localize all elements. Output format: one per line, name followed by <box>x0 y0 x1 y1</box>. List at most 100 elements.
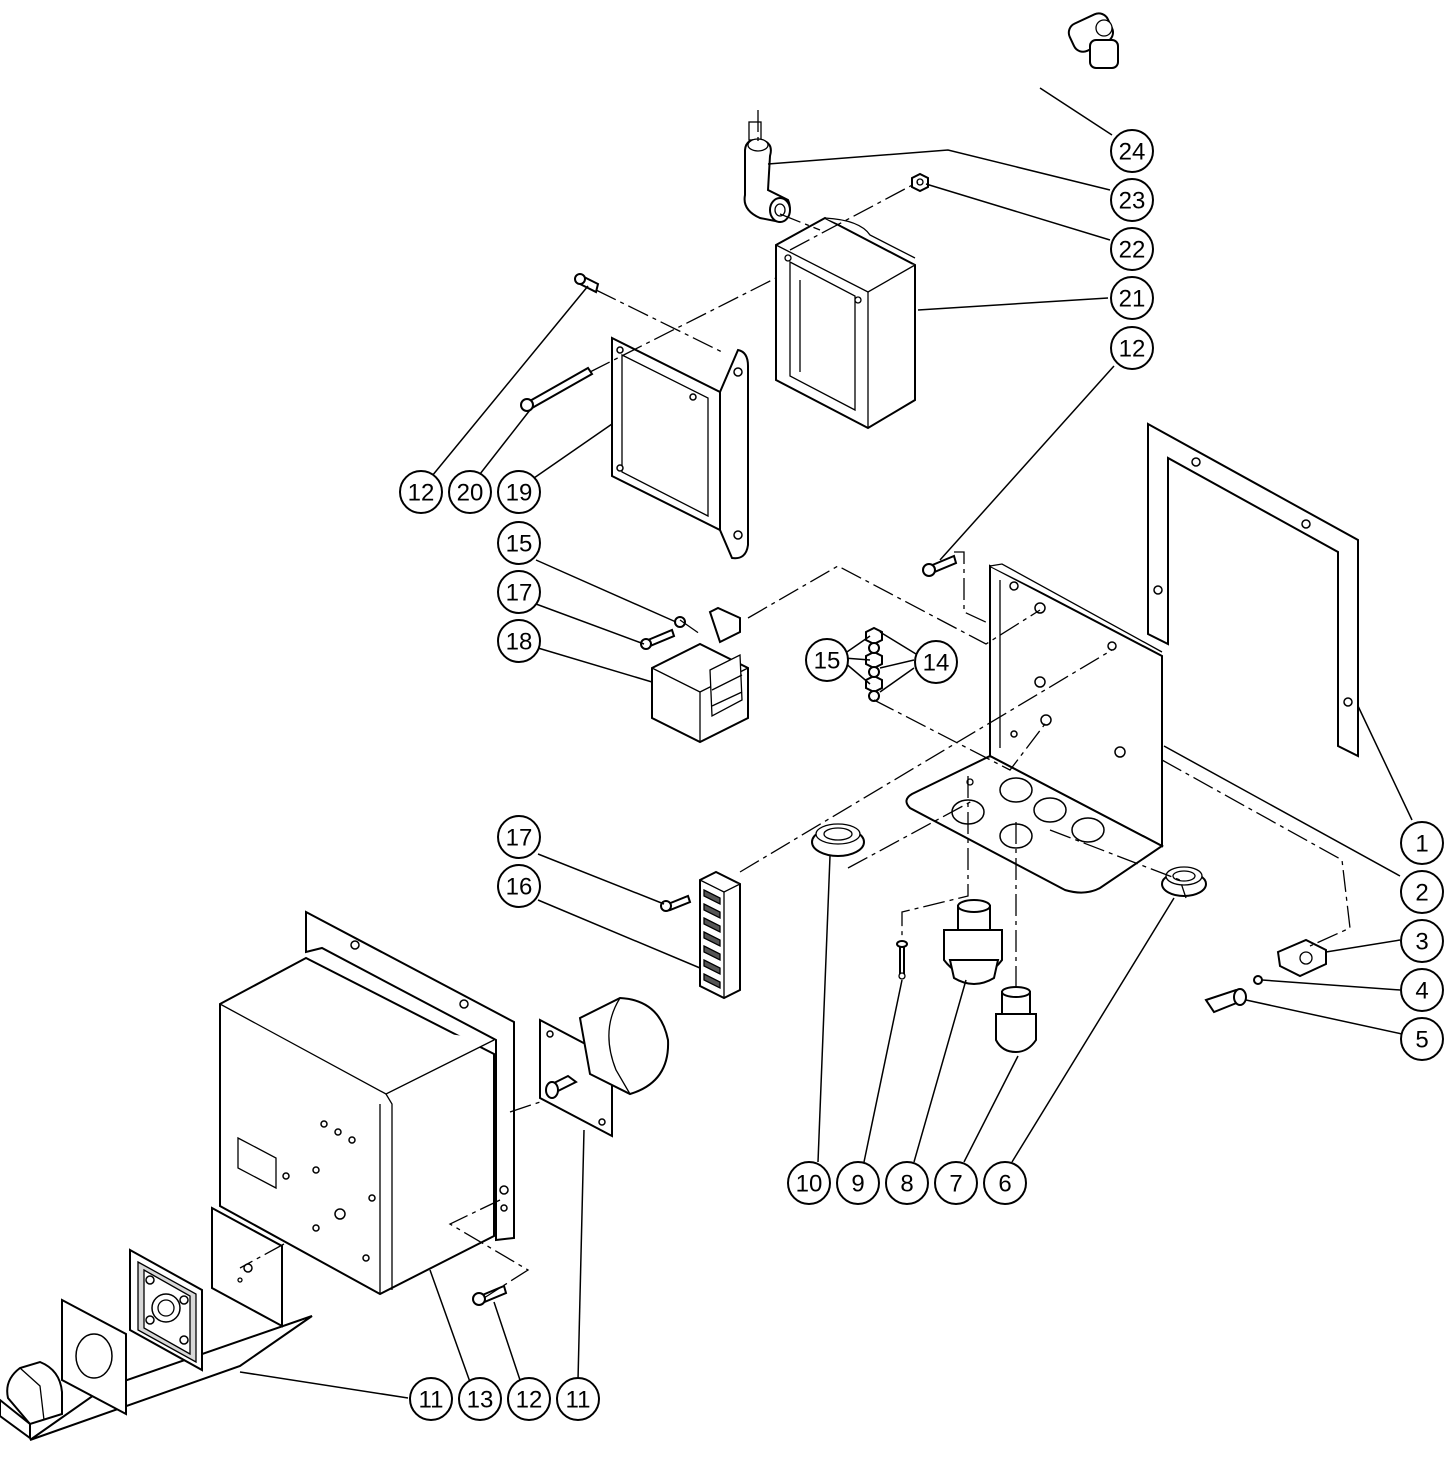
callout-label: 18 <box>506 629 533 656</box>
callout-label: 14 <box>923 650 950 677</box>
callout-label: 12 <box>516 1387 543 1414</box>
cable-gland-part-8 <box>943 899 1003 985</box>
callout-c12c: 12 <box>507 1377 551 1421</box>
callout-circle <box>409 1377 453 1421</box>
callout-label: 4 <box>1415 978 1428 1005</box>
callout-circle <box>497 470 541 514</box>
callout-c13: 13 <box>458 1377 502 1421</box>
callout-c1: 1 <box>1400 821 1444 865</box>
leader-lines <box>239 87 1413 1399</box>
sensor-parts-3-4-5 <box>1204 938 1327 1014</box>
callout-label: 17 <box>506 825 533 852</box>
switch-motor-part <box>539 996 670 1138</box>
long-bolt-part <box>520 366 594 412</box>
screw-part-17-lower <box>660 894 692 912</box>
assembly-centerlines <box>239 110 1351 1299</box>
callout-label: 12 <box>408 480 435 507</box>
callout-label: 15 <box>506 531 533 558</box>
callout-label: 8 <box>900 1171 913 1198</box>
elbow-boot-part <box>743 138 791 224</box>
callout-circle <box>497 570 541 614</box>
mounting-bracket-part <box>611 336 749 560</box>
screw-part-12-bottom <box>472 1284 508 1306</box>
callout-label: 24 <box>1119 139 1146 166</box>
callout-c10: 10 <box>787 1161 831 1205</box>
callout-c9: 9 <box>836 1161 880 1205</box>
callout-circle <box>836 1161 880 1205</box>
callout-label: 21 <box>1119 286 1146 313</box>
callout-label: 23 <box>1119 188 1146 215</box>
callout-label: 3 <box>1415 929 1428 956</box>
callout-circle <box>914 640 958 684</box>
screw-part-9 <box>896 940 908 980</box>
screw-part-12-right <box>922 554 958 577</box>
ignition-transformer-part <box>775 216 916 430</box>
callout-label: 16 <box>506 874 533 901</box>
terminal-strip-part <box>699 870 741 1000</box>
callout-label: 20 <box>457 480 484 507</box>
callout-circle <box>805 638 849 682</box>
control-transformer-part <box>651 606 749 744</box>
callout-circle <box>787 1161 831 1205</box>
callout-c3: 3 <box>1400 919 1444 963</box>
callout-label: 22 <box>1119 237 1146 264</box>
callout-c11a: 11 <box>409 1377 453 1421</box>
enclosure-part <box>219 910 515 1296</box>
callout-label: 5 <box>1415 1027 1428 1054</box>
callout-c15b: 15 <box>805 638 849 682</box>
callout-c15a: 15 <box>497 521 541 565</box>
callout-c4: 4 <box>1400 968 1444 1012</box>
callout-c8: 8 <box>885 1161 929 1205</box>
cable-part <box>748 12 1119 141</box>
callout-c16: 16 <box>497 864 541 908</box>
callout-c6: 6 <box>983 1161 1027 1205</box>
callout-circle <box>1110 276 1154 320</box>
callout-circle <box>497 619 541 663</box>
callout-c7: 7 <box>934 1161 978 1205</box>
callout-circle <box>1110 326 1154 370</box>
gasket-part <box>1147 422 1359 758</box>
callout-label: 15 <box>814 648 841 675</box>
callout-c24: 24 <box>1110 129 1154 173</box>
callout-c22: 22 <box>1110 227 1154 271</box>
callout-c19: 19 <box>497 470 541 514</box>
callout-circle <box>507 1377 551 1421</box>
callout-label: 13 <box>467 1387 494 1414</box>
washer-screw-part-15-17 <box>640 616 686 650</box>
callout-circle <box>1110 178 1154 222</box>
callout-circle <box>448 470 492 514</box>
callout-circle <box>934 1161 978 1205</box>
callout-label: 6 <box>998 1171 1011 1198</box>
callout-c5: 5 <box>1400 1017 1444 1061</box>
callout-c14: 14 <box>914 640 958 684</box>
callout-circle <box>497 815 541 859</box>
callout-c2: 2 <box>1400 870 1444 914</box>
callout-circle <box>1400 870 1444 914</box>
callout-c21: 21 <box>1110 276 1154 320</box>
callout-label: 9 <box>851 1171 864 1198</box>
screw-part-12-top <box>574 273 600 294</box>
callout-circle <box>885 1161 929 1205</box>
callout-circle <box>983 1161 1027 1205</box>
knob-plate-assembly <box>0 1206 313 1441</box>
callout-c20: 20 <box>448 470 492 514</box>
callout-c17b: 17 <box>497 815 541 859</box>
callout-c23: 23 <box>1110 178 1154 222</box>
mounting-plate-part <box>905 563 1164 894</box>
callout-circle <box>497 521 541 565</box>
callout-label: 1 <box>1415 831 1428 858</box>
callout-label: 17 <box>506 580 533 607</box>
callout-label: 19 <box>506 480 533 507</box>
callout-label: 11 <box>419 1387 444 1414</box>
nut-part-22 <box>911 172 929 193</box>
callout-label: 7 <box>949 1171 962 1198</box>
nut-stack-part-14-15 <box>865 626 883 702</box>
callout-circle <box>556 1377 600 1421</box>
callout-circle <box>458 1377 502 1421</box>
callout-c17a: 17 <box>497 570 541 614</box>
locknut-part-6 <box>1161 866 1207 897</box>
callout-label: 11 <box>566 1387 591 1414</box>
callout-circle <box>1110 129 1154 173</box>
